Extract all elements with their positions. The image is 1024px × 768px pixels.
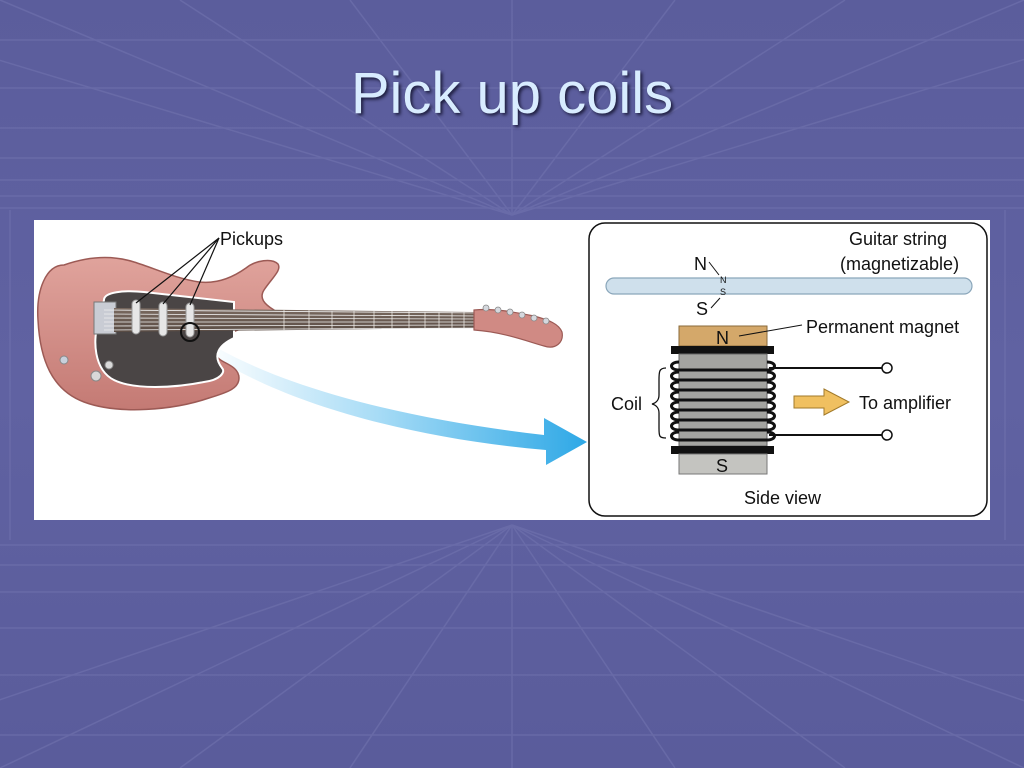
- amplifier-label: To amplifier: [859, 393, 951, 413]
- headstock: [473, 308, 563, 348]
- permanent-magnet-label: Permanent magnet: [806, 317, 959, 337]
- magnet-bottom-pole: S: [716, 456, 728, 476]
- pickup-middle: [158, 301, 168, 337]
- magnet-bottom: [678, 453, 768, 475]
- coil-top-flange: [671, 346, 774, 354]
- pickups-label: Pickups: [220, 229, 283, 249]
- pickup-bridge: [131, 299, 141, 335]
- amplifier-arrow: [793, 388, 851, 416]
- string-pole-s-label: S: [696, 299, 708, 319]
- pickup-diagram-figure: Pickups Guitar string (magnetizable) N N…: [34, 220, 990, 520]
- coil-windings: [670, 360, 776, 442]
- guitar-illustration: Pickups: [37, 229, 587, 465]
- string-pole-n-label: N: [694, 254, 707, 274]
- coil-brace: [651, 367, 667, 439]
- coil-leads: [769, 367, 882, 436]
- string-label-line1: Guitar string: [849, 229, 947, 249]
- string-pole-small-s: S: [720, 287, 726, 297]
- side-view-panel: Guitar string (magnetizable) N N S S N: [588, 222, 988, 517]
- volume-knob: [90, 370, 102, 382]
- pickup-highlight-circle: [180, 322, 200, 342]
- pickup-diagram: Pickups Guitar string (magnetizable) N N…: [37, 222, 988, 517]
- terminal-bottom: [881, 429, 893, 441]
- magnet-top-pole: N: [716, 328, 729, 348]
- tone-knob-2: [59, 355, 69, 365]
- magnify-arrow: [204, 340, 587, 465]
- side-view-caption: Side view: [744, 488, 822, 508]
- string-pole-small-n: N: [720, 275, 727, 285]
- coil-bottom-flange: [671, 446, 774, 454]
- string-label-line2: (magnetizable): [840, 254, 959, 274]
- tone-knob: [104, 360, 114, 370]
- coil-label: Coil: [611, 394, 642, 414]
- guitar-string: [605, 277, 973, 295]
- terminal-top: [881, 362, 893, 374]
- pickups-callout-lines: [135, 237, 220, 306]
- pickup-neck: [185, 302, 195, 338]
- slide-title: Pick up coils: [350, 61, 674, 126]
